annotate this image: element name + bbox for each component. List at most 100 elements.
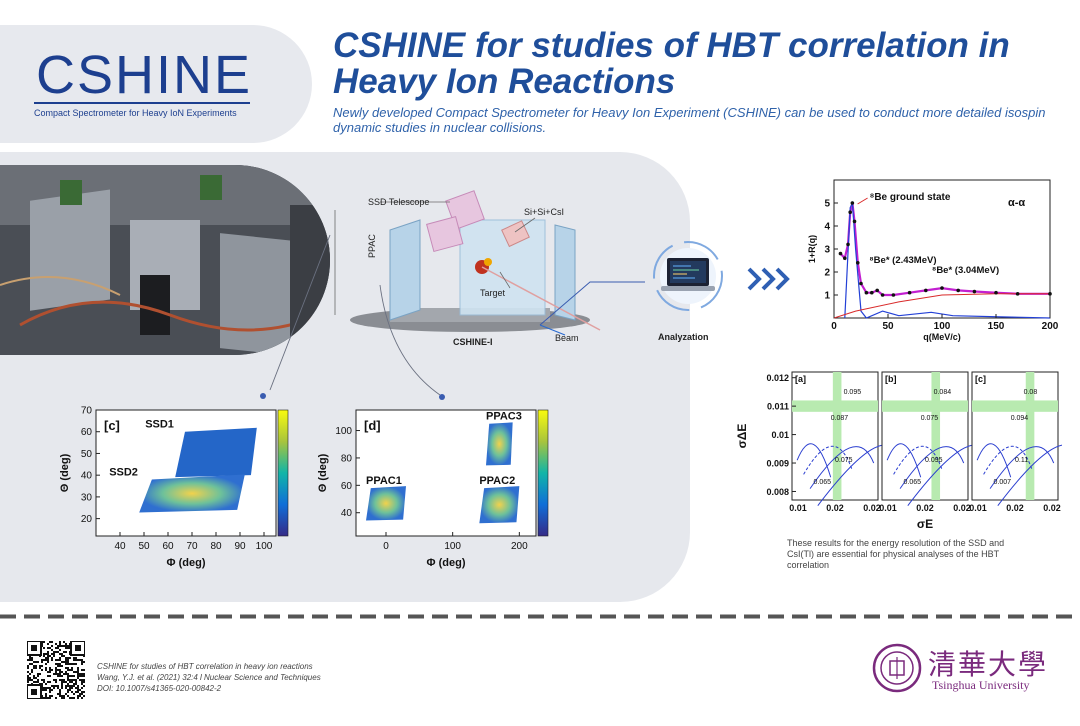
- qr-module: [41, 679, 43, 681]
- qr-module: [43, 655, 45, 657]
- qr-module: [81, 675, 83, 677]
- qr-module: [31, 679, 33, 681]
- qr-module: [47, 651, 49, 653]
- x-tick-label: 100: [444, 541, 461, 552]
- qr-module: [47, 675, 49, 677]
- qr-module: [55, 663, 57, 665]
- highlight-band: [882, 400, 968, 412]
- qr-module: [65, 693, 67, 695]
- qr-module: [67, 691, 69, 693]
- connector-lines: [260, 234, 645, 400]
- qr-module: [81, 673, 83, 675]
- qr-module: [79, 659, 81, 661]
- qr-module: [67, 683, 69, 685]
- qr-module: [49, 655, 51, 657]
- qr-module: [45, 657, 47, 659]
- qr-module: [47, 661, 49, 663]
- qr-module: [79, 675, 81, 677]
- qr-module: [33, 665, 35, 667]
- qr-module: [31, 659, 33, 661]
- qr-module: [77, 695, 79, 697]
- qr-module: [67, 659, 69, 661]
- x-tick-label: 0.01: [969, 503, 987, 513]
- data-point: [850, 201, 855, 205]
- qr-module: [81, 669, 83, 671]
- qr-module: [55, 647, 57, 649]
- qr-module: [79, 695, 81, 697]
- qr-module: [59, 691, 61, 693]
- qr-module: [69, 689, 71, 691]
- qr-module: [67, 677, 69, 679]
- qr-module: [47, 655, 49, 657]
- y-tick-label: 3: [824, 245, 830, 256]
- qr-module: [61, 661, 63, 663]
- qr-module: [43, 679, 45, 681]
- qr-module: [65, 643, 67, 645]
- x-tick-label: 0.02: [863, 503, 881, 513]
- qr-module: [33, 681, 35, 683]
- y-tick-label: 0.011: [767, 402, 789, 412]
- qr-module: [61, 671, 63, 673]
- data-point: [1048, 292, 1052, 296]
- qr-module: [33, 675, 35, 677]
- qr-module: [65, 647, 67, 649]
- qr-module: [67, 661, 69, 663]
- contour-label: 0.075: [921, 415, 939, 422]
- qr-module: [65, 671, 67, 673]
- qr-module: [47, 643, 49, 645]
- qr-module: [61, 653, 63, 655]
- detector-photo: [0, 165, 330, 355]
- x-tick-label: 0.02: [1006, 503, 1024, 513]
- contour-line: [809, 446, 875, 489]
- reference-doi[interactable]: DOI: 10.1007/s41365-020-00842-2: [97, 684, 222, 693]
- qr-module: [39, 667, 41, 669]
- qr-module: [53, 687, 55, 689]
- y-tick-label: 20: [81, 514, 93, 525]
- qr-module: [69, 679, 71, 681]
- data-point: [870, 290, 874, 295]
- qr-module: [49, 697, 51, 699]
- x-tick-label: 150: [988, 321, 1005, 332]
- qr-module: [31, 671, 33, 673]
- y-axis-label: σΔE: [735, 424, 749, 449]
- qr-module: [81, 691, 83, 693]
- qr-module: [57, 651, 59, 653]
- qr-module: [77, 697, 79, 699]
- qr-module: [61, 645, 63, 647]
- qr-module: [51, 695, 53, 697]
- qr-module: [83, 661, 85, 663]
- contour-label: 0.065: [904, 479, 922, 486]
- qr-module: [57, 693, 59, 695]
- qr-module: [57, 673, 59, 675]
- x-tick-label: 0.02: [1043, 503, 1061, 513]
- qr-module: [29, 677, 31, 679]
- qr-module: [45, 693, 47, 695]
- qr-module: [67, 673, 69, 675]
- target-label: Target: [480, 288, 506, 298]
- detector-region: [486, 422, 513, 466]
- x-tick-label: 100: [256, 541, 273, 552]
- qr-module: [47, 647, 49, 649]
- y-tick-label: 1: [824, 291, 830, 302]
- data-point: [843, 256, 847, 260]
- qr-module: [63, 681, 65, 683]
- qr-module: [77, 667, 79, 669]
- qr-module: [69, 675, 71, 677]
- qr-module: [55, 697, 57, 699]
- qr-module: [63, 641, 65, 643]
- qr-module: [67, 685, 69, 687]
- qr-code[interactable]: [27, 641, 85, 699]
- x-tick-label: 60: [162, 541, 174, 552]
- qr-module: [59, 663, 61, 665]
- plot-area: [881, 371, 969, 501]
- qr-module: [59, 645, 61, 647]
- region-label: PPAC3: [486, 411, 522, 423]
- data-point: [838, 251, 843, 256]
- qr-module: [47, 671, 49, 673]
- contour-line: [796, 443, 832, 478]
- qr-module: [77, 659, 79, 661]
- qr-module: [73, 675, 75, 677]
